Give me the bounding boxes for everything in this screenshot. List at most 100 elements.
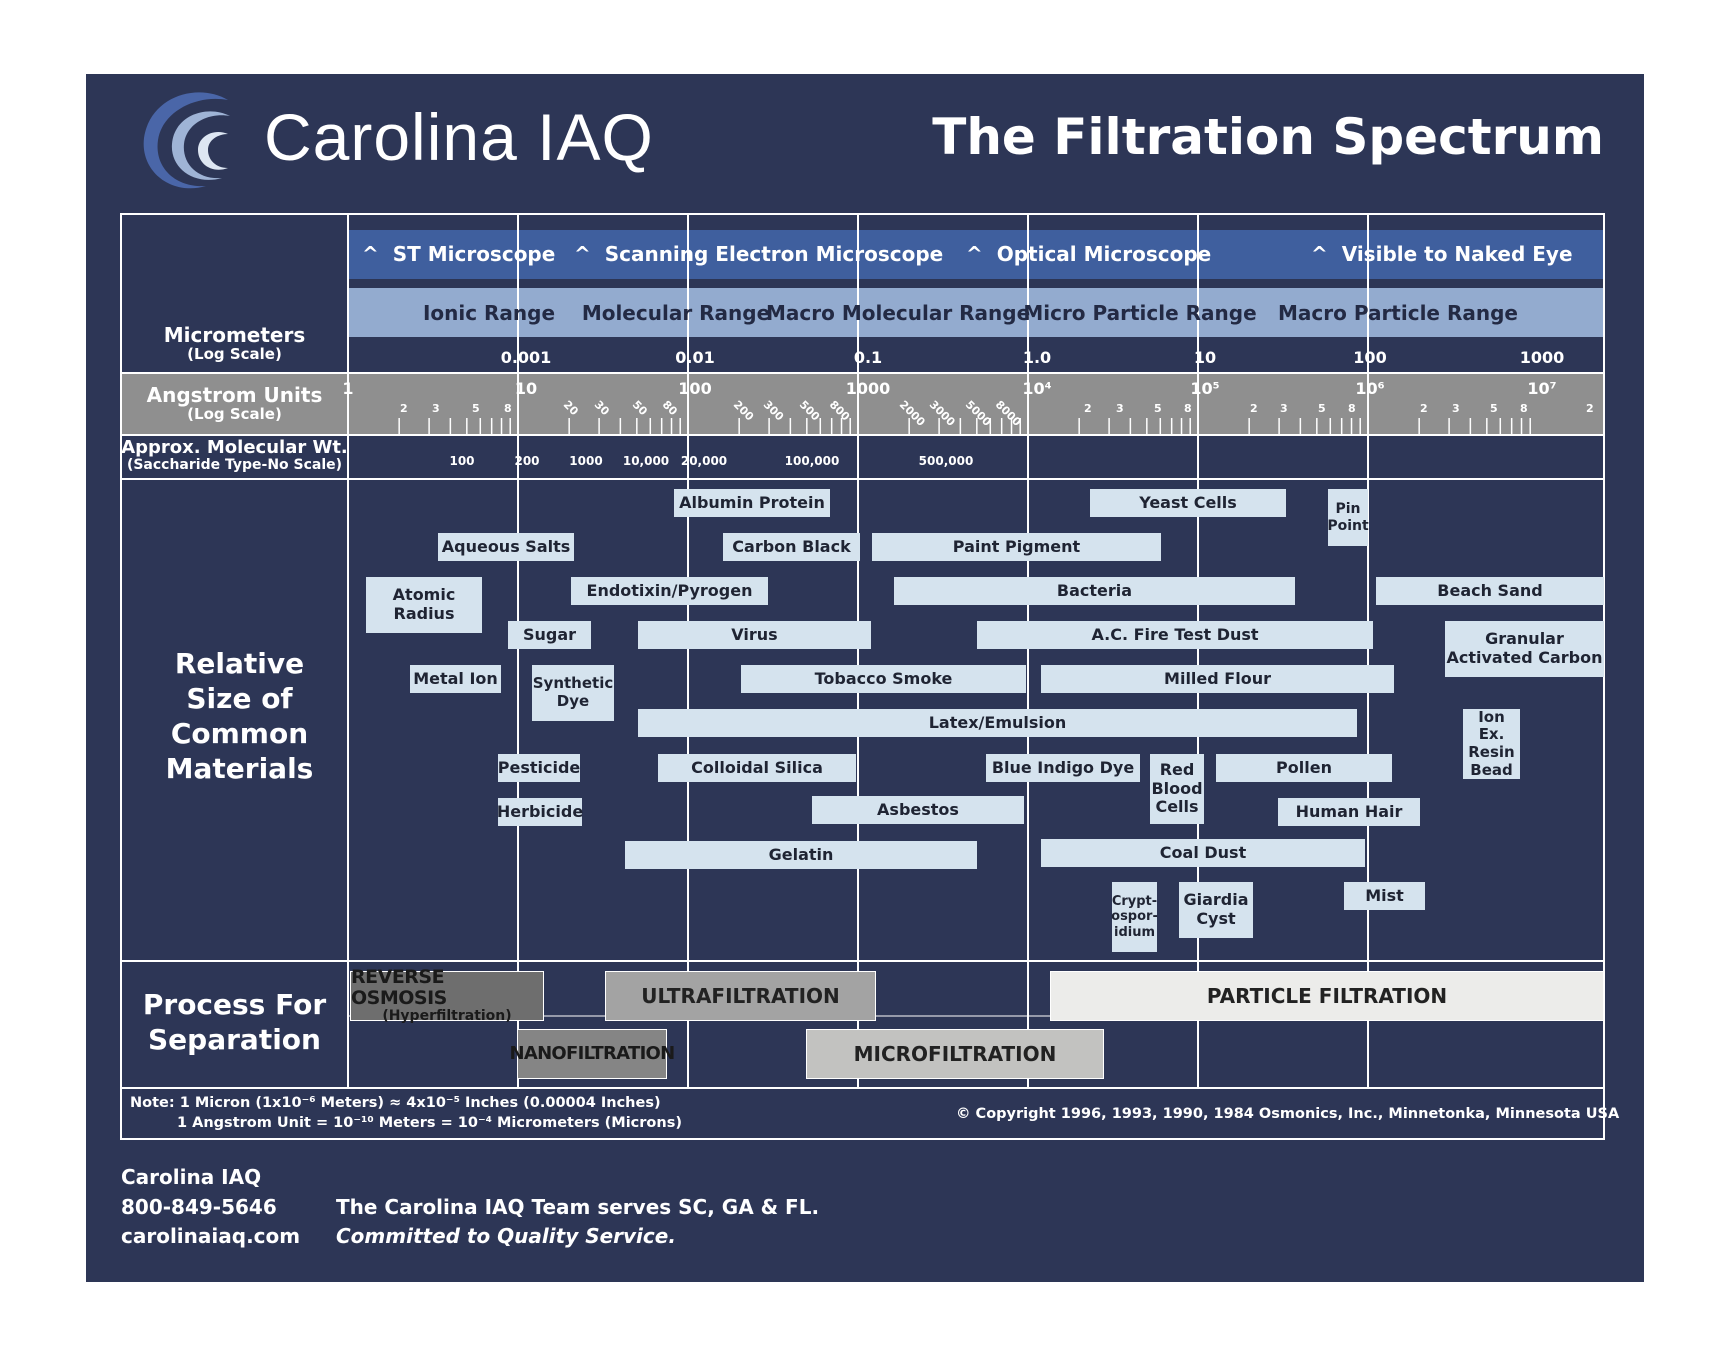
range-molecular: Molecular Range bbox=[581, 301, 771, 325]
footer-phone: 800-849-5646 bbox=[121, 1195, 277, 1219]
microscope-band bbox=[348, 230, 1604, 279]
angstrom-minor: 5 bbox=[472, 402, 480, 415]
material-pollen: Pollen bbox=[1216, 754, 1392, 782]
angstrom-major: 10⁴ bbox=[1022, 379, 1052, 398]
angstrom-major: 100 bbox=[678, 379, 712, 398]
footer-company: Carolina IAQ bbox=[121, 1165, 262, 1189]
microscope-optical: ^ Optical Microscope bbox=[966, 242, 1212, 266]
footer-website[interactable]: carolinaiaq.com bbox=[121, 1224, 301, 1248]
process-microfiltration: MICROFILTRATION bbox=[806, 1029, 1104, 1079]
angstrom-minor: 2 bbox=[1420, 402, 1428, 415]
angstrom-major: 1000 bbox=[845, 379, 891, 398]
material-blue-indigo-dye: Blue Indigo Dye bbox=[986, 754, 1140, 782]
angstrom-minor: 3 bbox=[432, 402, 440, 415]
poster-title: The Filtration Spectrum bbox=[932, 108, 1604, 166]
range-band bbox=[348, 288, 1604, 337]
material-cryptosporidium: Crypt-ospor-idium bbox=[1111, 882, 1158, 952]
angstrom-minor: 5 bbox=[1490, 402, 1498, 415]
material-gelatin: Gelatin bbox=[625, 841, 977, 869]
molecular-weight: 10,000 bbox=[622, 454, 670, 468]
material-aqueous-salts: Aqueous Salts bbox=[438, 533, 574, 561]
angstrom-major: 1 bbox=[342, 379, 354, 398]
angstrom-minor: 2 bbox=[1250, 402, 1258, 415]
material-colloidal-silica: Colloidal Silica bbox=[658, 754, 856, 782]
micrometer-tick: 0.001 bbox=[500, 348, 552, 367]
material-latex-emulsion: Latex/Emulsion bbox=[638, 709, 1357, 737]
material-sugar: Sugar bbox=[508, 621, 591, 649]
angstrom-minor: 5 bbox=[1154, 402, 1162, 415]
molecular-weight: 100 bbox=[449, 454, 475, 468]
microscope-naked-eye: ^ Visible to Naked Eye bbox=[1311, 242, 1573, 266]
material-human-hair: Human Hair bbox=[1278, 798, 1420, 826]
carolina-iaq-logo-icon bbox=[143, 92, 230, 189]
process-reverse-osmosis: REVERSE OSMOSIS (Hyperfiltration) bbox=[350, 967, 544, 1024]
micrometer-tick: 1000 bbox=[1519, 348, 1565, 367]
process-ultrafiltration: ULTRAFILTRATION bbox=[605, 971, 876, 1021]
material-coal-dust: Coal Dust bbox=[1041, 839, 1365, 867]
material-carbon-black: Carbon Black bbox=[723, 533, 860, 561]
molecular-weight: 500,000 bbox=[918, 454, 974, 468]
microscope-sem: ^ Scanning Electron Microscope bbox=[574, 242, 944, 266]
note-micron: Note: 1 Micron (1x10⁻⁶ Meters) ≈ 4x10⁻⁵ … bbox=[130, 1095, 661, 1111]
angstrom-minor: 8 bbox=[1520, 402, 1528, 415]
angstrom-major: 10⁶ bbox=[1355, 379, 1385, 398]
filtration-spectrum-poster: Carolina IAQ The Filtration Spectrum Mic… bbox=[86, 74, 1644, 1282]
angstrom-minor: 3 bbox=[1452, 402, 1460, 415]
range-ionic: Ionic Range bbox=[422, 301, 556, 325]
molecular-weight: 20,000 bbox=[680, 454, 728, 468]
range-micro-particle: Micro Particle Range bbox=[1023, 301, 1257, 325]
footer-tagline: The Carolina IAQ Team serves SC, GA & FL… bbox=[336, 1195, 820, 1219]
note-angstrom: 1 Angstrom Unit = 10⁻¹⁰ Meters = 10⁻⁴ Mi… bbox=[177, 1115, 682, 1131]
footer-motto: Committed to Quality Service. bbox=[336, 1224, 676, 1248]
angstrom-minor: 2 bbox=[1084, 402, 1092, 415]
relative-size-label: Relative Size of Common Materials bbox=[165, 647, 314, 785]
micrometers-label: Micrometers (Log Scale) bbox=[163, 323, 306, 363]
angstrom-minor: 2 bbox=[1586, 402, 1594, 415]
microscope-st: ^ ST Microscope bbox=[362, 242, 556, 266]
angstrom-minor: 8 bbox=[1184, 402, 1192, 415]
angstrom-major: 10⁷ bbox=[1527, 379, 1557, 398]
angstrom-minor: 3 bbox=[1280, 402, 1288, 415]
process-nanofiltration: NANOFILTRATION bbox=[509, 1029, 675, 1079]
spectrum-grid bbox=[120, 213, 1605, 1140]
material-endotoxin-pyrogen: Endotixin/Pyrogen bbox=[571, 577, 768, 605]
molecular-weight: 1000 bbox=[569, 454, 603, 468]
molecular-weight: 200 bbox=[514, 454, 540, 468]
material-pesticide: Pesticide bbox=[498, 754, 580, 782]
process-particle-filtration: PARTICLE FILTRATION bbox=[1050, 971, 1604, 1021]
material-asbestos: Asbestos bbox=[812, 796, 1024, 824]
molecular-weight-label: Approx. Molecular Wt. (Saccharide Type-N… bbox=[121, 437, 348, 473]
process-label: Process For Separation bbox=[142, 988, 327, 1056]
angstrom-major: 10 bbox=[514, 379, 538, 398]
material-metal-ion: Metal Ion bbox=[410, 665, 501, 693]
material-mist: Mist bbox=[1344, 882, 1425, 910]
angstrom-minor: 8 bbox=[504, 402, 512, 415]
material-virus: Virus bbox=[638, 621, 871, 649]
angstrom-minor: 2 bbox=[400, 402, 408, 415]
material-paint-pigment: Paint Pigment bbox=[872, 533, 1161, 561]
micrometer-tick: 1.0 bbox=[1022, 348, 1052, 367]
brand-name: Carolina IAQ bbox=[264, 100, 654, 174]
micrometer-tick: 0.1 bbox=[853, 348, 883, 367]
micrometer-tick: 10 bbox=[1193, 348, 1217, 367]
micrometer-tick: 0.01 bbox=[675, 348, 715, 367]
material-ac-fire-test-dust: A.C. Fire Test Dust bbox=[977, 621, 1373, 649]
copyright-notice: © Copyright 1996, 1993, 1990, 1984 Osmon… bbox=[956, 1106, 1620, 1122]
angstrom-minor: 8 bbox=[1348, 402, 1356, 415]
angstrom-major: 10⁵ bbox=[1190, 379, 1220, 398]
material-herbicide: Herbicide bbox=[497, 798, 583, 826]
micrometer-tick: 100 bbox=[1353, 348, 1387, 367]
material-tobacco-smoke: Tobacco Smoke bbox=[741, 665, 1026, 693]
range-macro-molecular: Macro Molecular Range bbox=[766, 301, 1031, 325]
material-bacteria: Bacteria bbox=[894, 577, 1295, 605]
material-albumin-protein: Albumin Protein bbox=[674, 489, 830, 517]
material-beach-sand: Beach Sand bbox=[1376, 577, 1604, 605]
angstrom-minor: 3 bbox=[1116, 402, 1124, 415]
